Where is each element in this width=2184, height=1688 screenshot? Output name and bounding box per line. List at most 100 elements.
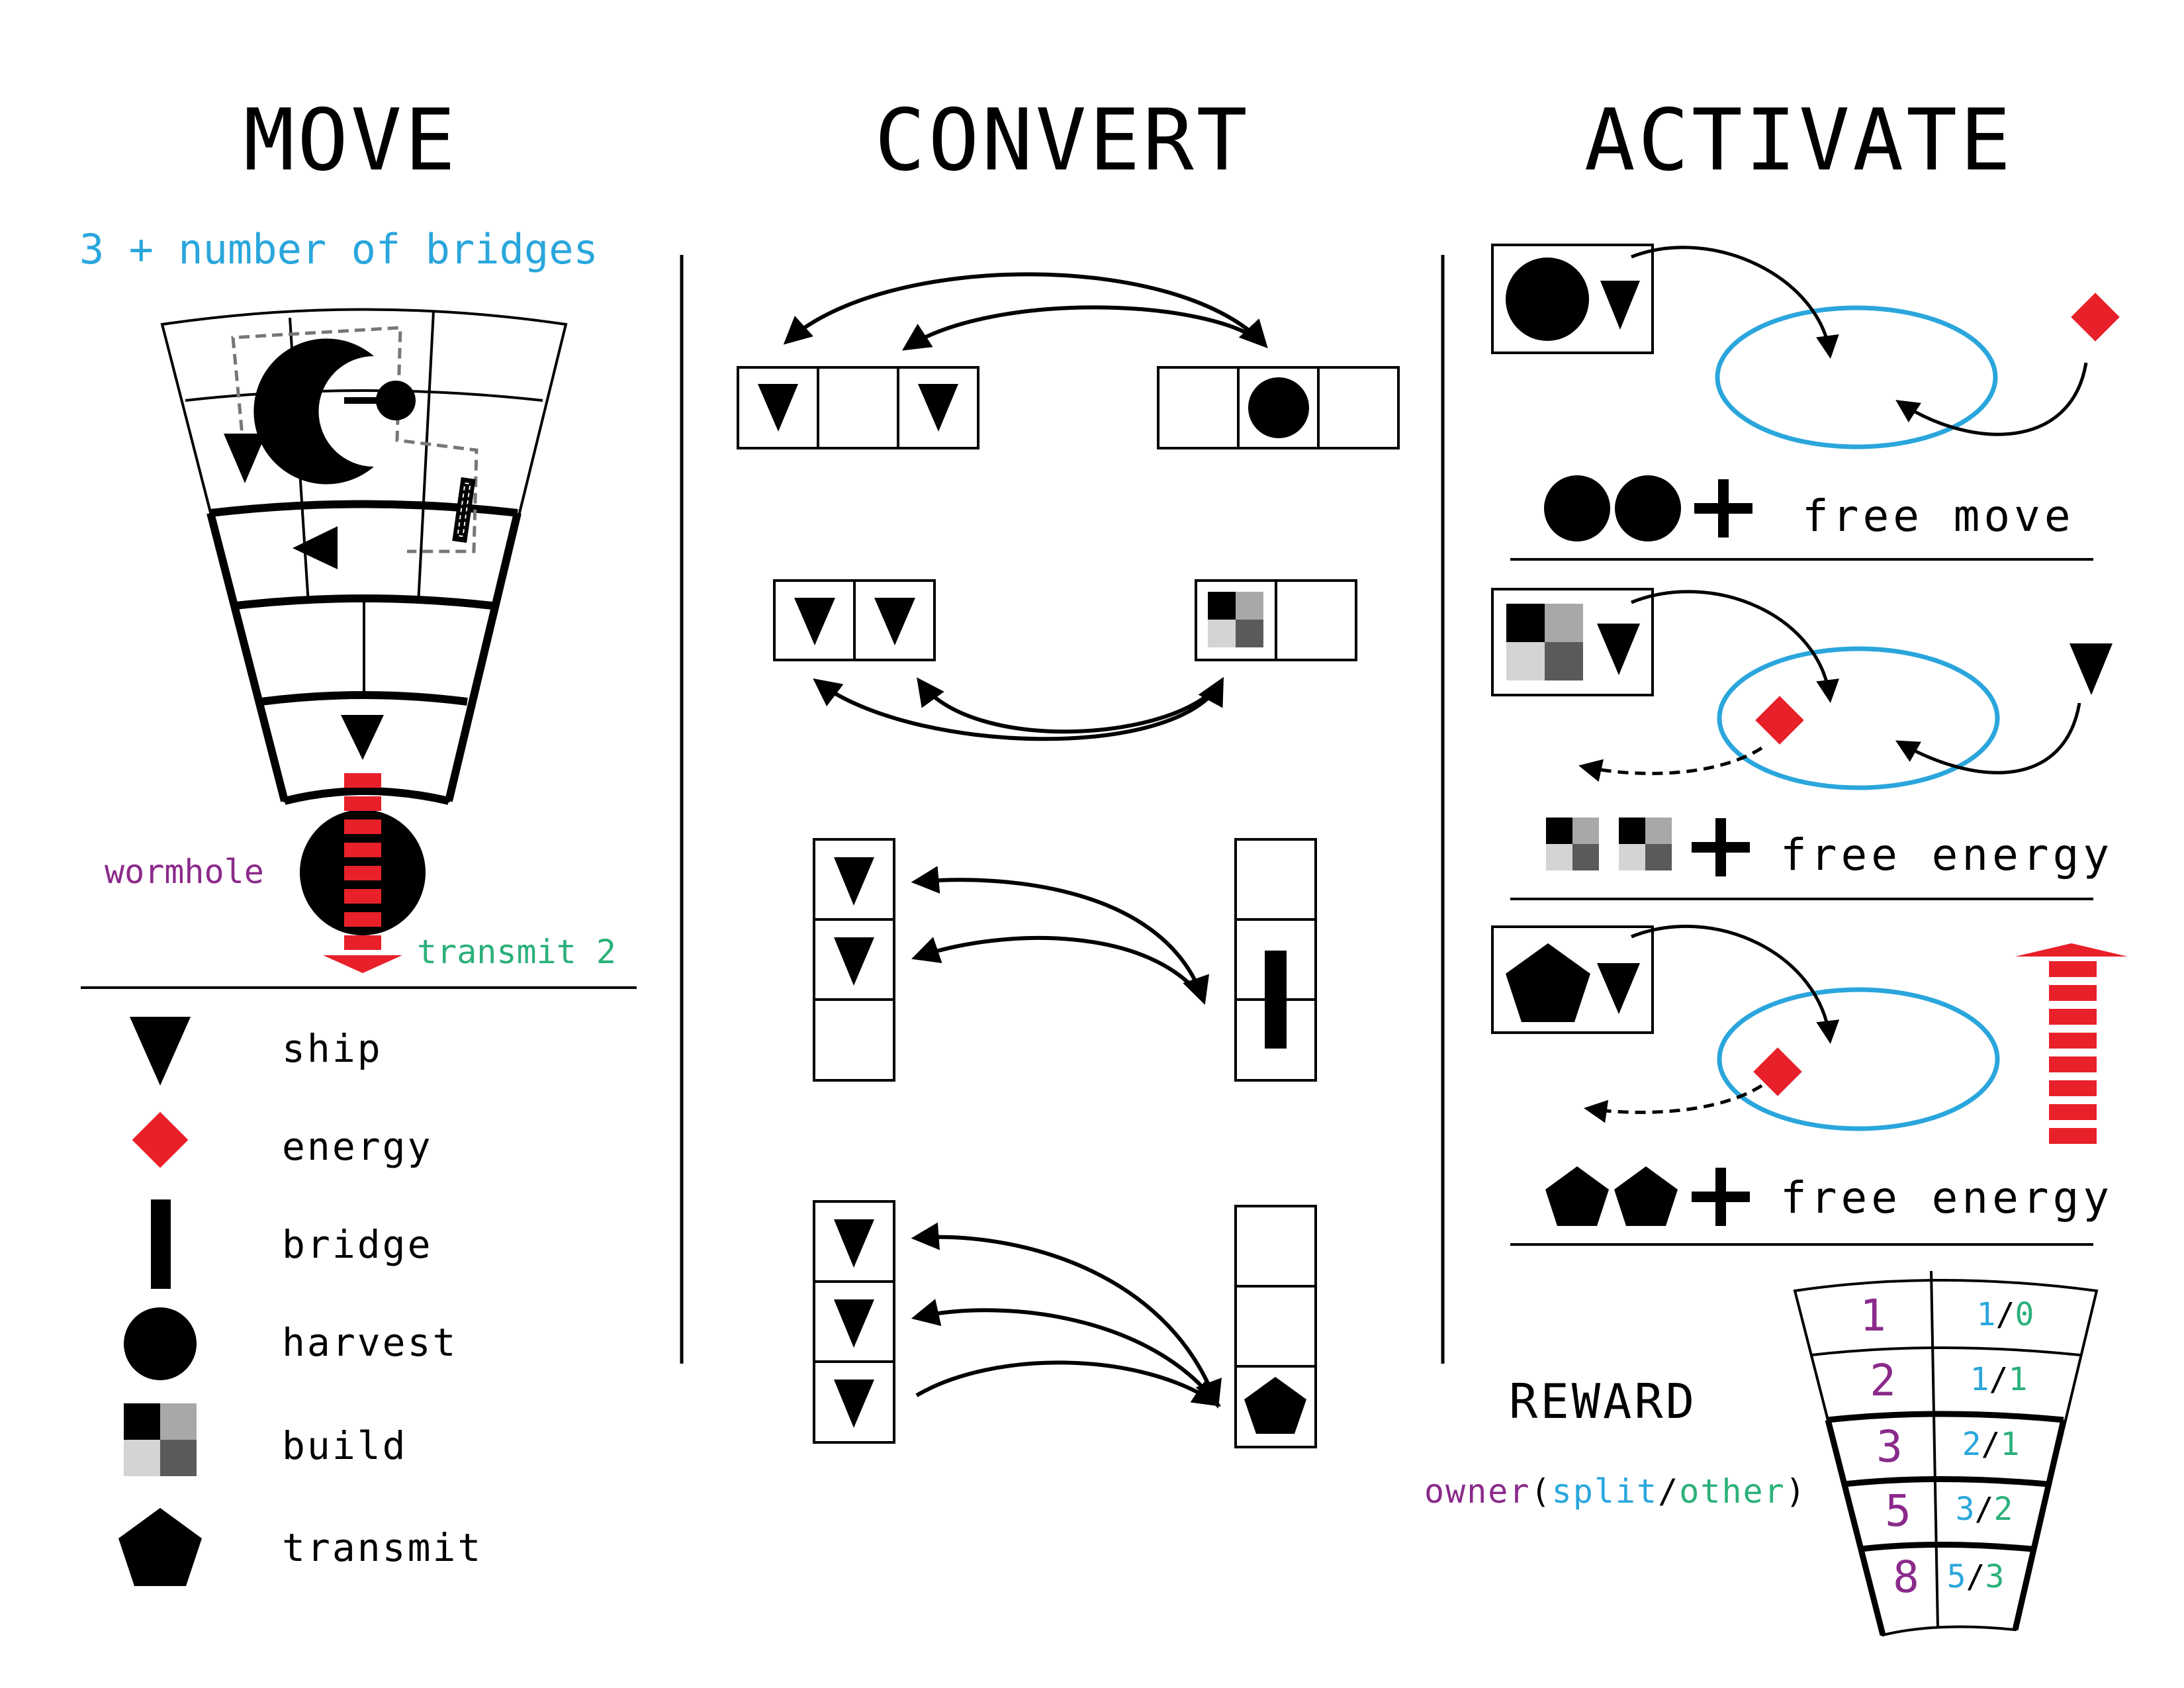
reward-owner-value: 3 [1876,1421,1903,1472]
ship-icon [918,384,958,432]
reward-owner-value: 2 [1870,1355,1896,1406]
ship-icon [293,526,338,569]
caption-split: split [1552,1472,1659,1511]
ship-icon [794,598,835,645]
transmit-2-label: transmit 2 [417,933,616,971]
bonus-build-icons [1546,818,1750,876]
bridge-icon [151,1199,171,1289]
move-subtitle: 3 + number of bridges [79,225,598,273]
bonus-text-free-energy-transmit: free energy [1780,1172,2113,1223]
activate-transmit-card [1491,925,1654,1034]
transmit-beam-up [2015,943,2128,1144]
planet-orbit [1715,305,1998,449]
activate-arrow [1895,702,2081,774]
convert-arrow [783,272,1268,349]
caption-open-paren: ( [1531,1472,1552,1511]
caption-owner: owner [1424,1472,1531,1511]
bonus-text-free-move: free move [1802,491,2075,541]
bridge-detail [457,482,471,538]
caption-other: other [1679,1472,1786,1511]
build-icon [124,1403,197,1476]
activate-harvest-card [1491,244,1654,354]
convert-vertical-three-ships [813,1200,895,1444]
ship-icon [2070,643,2113,695]
energy-out-arrow [1578,746,1763,782]
move-title: MOVE [244,91,458,190]
convert-build-strip [1195,579,1357,661]
ship-icon [1600,281,1640,330]
legend-label-harvest: harvest [282,1320,457,1365]
wormhole-label: wormhole [105,853,264,891]
reward-split-other: 1/1 [1970,1361,2028,1398]
convert-title: CONVERT [874,91,1250,190]
convert-ships-strip [737,366,979,449]
activate-arrow [1631,924,1840,1044]
ship-icon [874,598,915,645]
activate-arrow [1631,590,1840,703]
legend-label-build: build [282,1423,408,1468]
reward-rows: 1 2 3 5 8 1/0 1/1 2/1 3/2 5/3 [1860,1290,2034,1603]
build-icon [1506,604,1583,680]
legend-label-transmit: transmit [282,1525,482,1570]
ship-icon [130,1017,191,1086]
planet-orbit [1717,987,2000,1131]
activate-arrow [1631,246,1839,359]
ship-icon [834,937,874,986]
activate-build-card [1491,588,1654,696]
convert-harvest-strip [1157,366,1400,449]
convert-arrow [917,677,1223,734]
harvest-icon [1248,377,1309,438]
reward-split-other: 2/1 [1962,1426,2020,1463]
ship-icon [1597,624,1640,675]
move-path [231,326,478,553]
reward-owner-value: 5 [1885,1485,1911,1536]
reward-split-other: 3/2 [1956,1491,2013,1528]
ship-icon [1597,963,1640,1014]
convert-arrow [911,866,1209,1005]
caption-slash: / [1658,1472,1679,1511]
activate-title: ACTIVATE [1584,91,2014,190]
transmit-icon [118,1508,202,1586]
ship-icon [341,715,384,760]
ship-icon [834,1299,874,1348]
activate-arrow [1895,362,2088,436]
bonus-transmit-icons [1545,1166,1750,1226]
harvest-icon [1506,258,1589,341]
reward-owner-value: 1 [1860,1290,1886,1341]
energy-icon [132,1111,189,1168]
reward-table [1793,1270,2099,1637]
convert-arrow [901,305,1265,351]
convert-arrow [911,1299,1218,1405]
convert-arrow [915,1360,1221,1407]
caption-close-paren: ) [1786,1472,1807,1511]
transmit-icon [1244,1377,1306,1434]
legend-label-bridge: bridge [282,1222,433,1267]
energy-out-arrow [1584,1084,1763,1123]
bonus-text-free-energy-build: free energy [1780,829,2113,880]
ship-icon [834,857,874,906]
reward-split-other: 1/0 [1977,1296,2034,1333]
convert-arrow [813,677,1224,741]
reward-title: REWARD [1509,1374,1697,1429]
harvest-icon [124,1307,197,1380]
convert-arrow [911,1222,1222,1409]
energy-icon [1753,1047,1802,1096]
legend-label-energy: energy [282,1124,433,1169]
planet-orbit [1717,646,2000,790]
reward-caption: owner(split/other) [1424,1472,1807,1511]
bonus-harvest-icons [1544,475,1752,541]
bridge-icon [452,477,476,543]
ship-icon [834,1219,874,1268]
build-icon [1208,592,1263,647]
ship-icon [224,434,266,483]
convert-two-ships-strip [773,579,936,661]
harvest-moon-icon [253,338,416,485]
energy-icon [1755,696,1804,745]
ship-icon [834,1380,874,1428]
transmit-beam [323,773,402,973]
ship-icon [758,384,798,432]
energy-icon [2071,293,2120,342]
reward-owner-value: 8 [1893,1552,1919,1603]
convert-vertical-ships [813,838,895,1082]
